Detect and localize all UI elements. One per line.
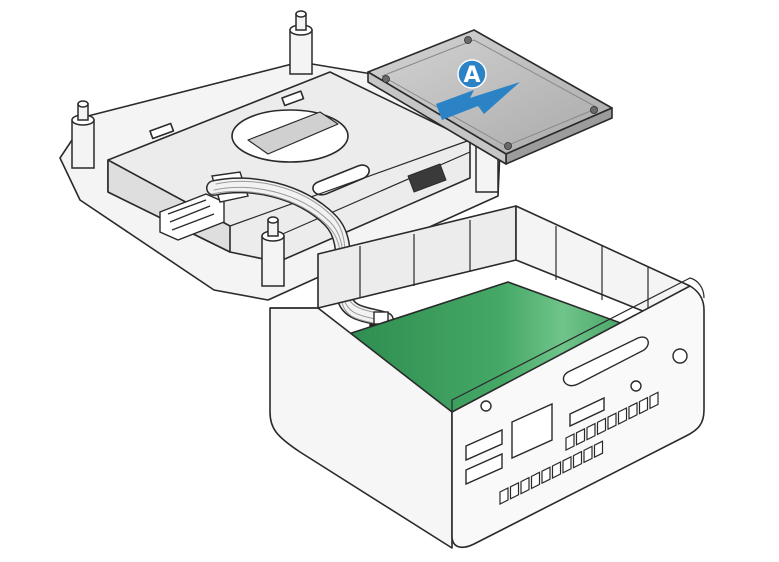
vent-slot <box>572 450 583 469</box>
chassis <box>269 205 705 549</box>
ethernet-port <box>511 402 553 460</box>
screw-icon <box>590 106 598 114</box>
callout-label: A <box>463 63 480 88</box>
standoff-icon <box>289 10 313 75</box>
usb-port <box>465 452 503 486</box>
screw-hole <box>630 380 642 392</box>
callout-a: A <box>457 59 487 89</box>
vent-slot <box>638 396 649 415</box>
vent-slots <box>499 391 659 505</box>
vent-slot <box>593 440 604 459</box>
port-round <box>672 348 688 364</box>
screw-icon <box>504 142 512 150</box>
vent-slot <box>575 427 586 446</box>
vent-slot <box>562 455 572 474</box>
vent-slot <box>583 445 593 464</box>
front-panel-ports <box>465 336 688 486</box>
screw-hole <box>480 400 492 412</box>
screw-icon <box>464 36 472 44</box>
arrow-icon <box>436 82 520 120</box>
vent-slot <box>607 412 617 431</box>
vent-slot <box>596 417 607 436</box>
usb-port <box>465 428 503 462</box>
vent-slot <box>520 476 530 495</box>
screw-icon <box>382 75 390 83</box>
lid-bracket <box>59 61 501 301</box>
standoff-icon <box>261 216 285 287</box>
vent-slot <box>541 466 551 485</box>
standoff-icon <box>71 100 95 169</box>
vent-slot <box>586 422 596 441</box>
vent-slot <box>551 461 562 479</box>
vent-slot <box>565 433 575 451</box>
vent-slot <box>628 401 638 420</box>
vent-slot <box>617 407 628 425</box>
vent-slot <box>649 391 659 410</box>
sata-cable <box>206 177 394 328</box>
vent-slot <box>530 471 541 490</box>
vent-slot <box>499 487 509 505</box>
vent-slot <box>509 481 520 500</box>
hdmi-port <box>562 336 649 387</box>
drive-side-left <box>367 71 507 165</box>
usb-port <box>569 396 605 428</box>
